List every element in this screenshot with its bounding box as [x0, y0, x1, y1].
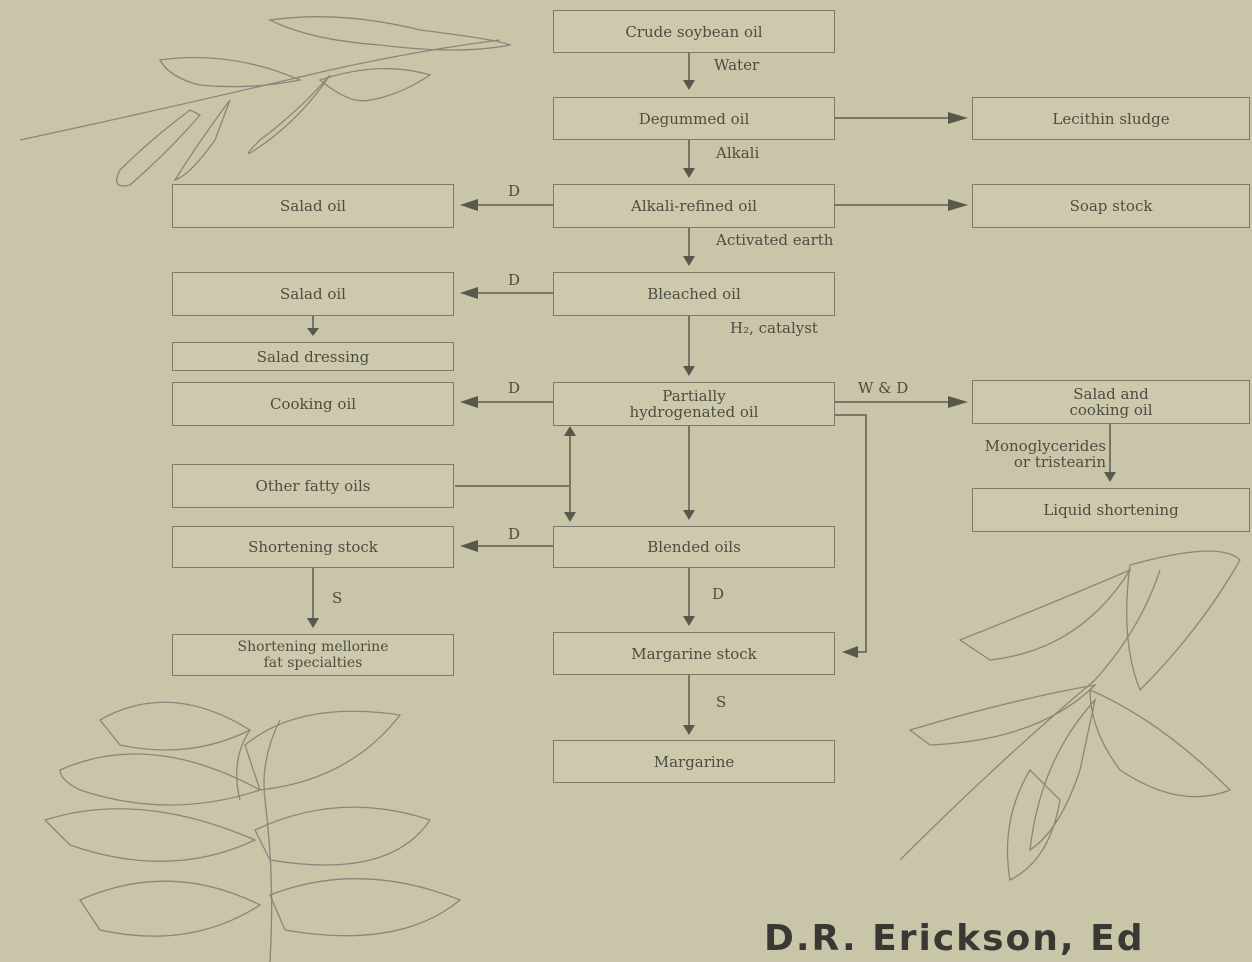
label-alkali: Alkali — [716, 144, 760, 162]
label-d-salad-oil-1: D — [508, 182, 521, 200]
box-liquid-shortening: Liquid shortening — [972, 488, 1250, 532]
label-d-cooking-oil: D — [508, 379, 521, 397]
box-alkali-refined-oil: Alkali-refined oil — [553, 184, 835, 228]
box-salad-oil-1: Salad oil — [172, 184, 454, 228]
box-other-fatty-oils: Other fatty oils — [172, 464, 454, 508]
label-activated-earth: Activated earth — [716, 231, 834, 249]
label-monoglycerides: Monoglycerides or tristearin — [984, 437, 1106, 471]
pod-drawing-top-left — [19, 39, 501, 141]
box-salad-dressing: Salad dressing — [172, 342, 454, 371]
label-w-and-d: W & D — [858, 379, 909, 397]
label-d-salad-oil-2: D — [508, 271, 521, 289]
box-degummed-oil: Degummed oil — [553, 97, 835, 140]
leaf-drawing-bottom-left — [263, 719, 281, 962]
editor-credit: D.R. Erickson, Ed — [764, 918, 1145, 959]
box-soap-stock: Soap stock — [972, 184, 1250, 228]
box-salad-and-cooking-oil: Salad and cooking oil — [972, 380, 1250, 424]
box-shortening-stock: Shortening stock — [172, 526, 454, 568]
box-lecithin-sludge: Lecithin sludge — [972, 97, 1250, 140]
box-cooking-oil: Cooking oil — [172, 382, 454, 426]
box-shortening-specialties: Shortening mellorine fat specialties — [172, 634, 454, 676]
box-margarine: Margarine — [553, 740, 835, 783]
pod-drawing-bottom-right — [899, 569, 1161, 861]
label-s-margarine: S — [716, 693, 727, 711]
box-salad-oil-2: Salad oil — [172, 272, 454, 316]
label-d-margarine-stock: D — [712, 585, 725, 603]
label-d-shortening-stock: D — [508, 525, 521, 543]
box-crude-soybean-oil: Crude soybean oil — [553, 10, 835, 53]
box-margarine-stock: Margarine stock — [553, 632, 835, 675]
box-bleached-oil: Bleached oil — [553, 272, 835, 316]
label-h2-catalyst: H₂, catalyst — [730, 319, 818, 337]
label-s-shortening: S — [332, 589, 343, 607]
box-partially-hydrogenated-oil: Partially hydrogenated oil — [553, 382, 835, 426]
box-blended-oils: Blended oils — [553, 526, 835, 568]
label-water: Water — [714, 56, 760, 74]
